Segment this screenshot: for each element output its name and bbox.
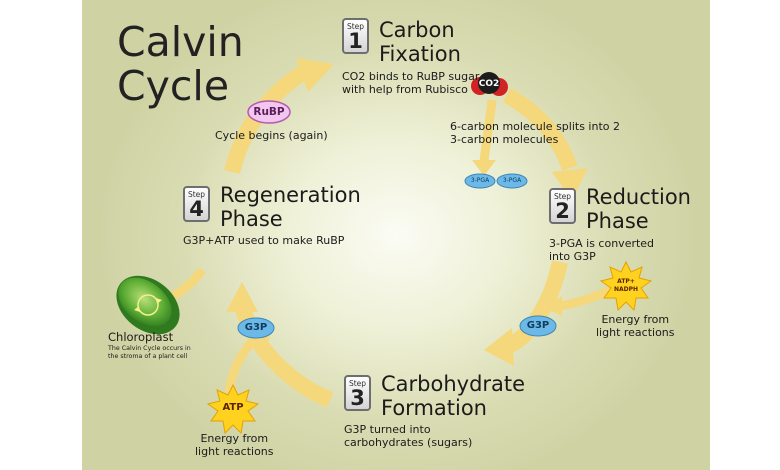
atp-star xyxy=(206,383,260,435)
step-3-description: G3P turned into carbohydrates (sugars) xyxy=(344,423,473,449)
chloroplast-note: The Calvin Cycle occurs in the stroma of… xyxy=(108,345,191,360)
arc-formation-to-regeneration xyxy=(234,302,334,408)
energy-arrow-left xyxy=(224,332,262,394)
arc-fixation-to-reduction xyxy=(502,88,578,171)
arc-reduction-to-formation xyxy=(506,260,568,353)
arrow-head-reduction xyxy=(552,168,588,200)
pga-label-1: 3-PGA xyxy=(470,177,490,184)
chloroplast-label: Chloroplast xyxy=(108,330,174,344)
title-line-2: Cycle xyxy=(117,62,230,110)
step-1-title: Carbon Fixation xyxy=(379,18,461,66)
rubp-oval xyxy=(247,100,291,124)
arrow-head-energy-right xyxy=(544,296,562,316)
co2-label: CO2 xyxy=(478,79,500,89)
g3p-pill-left xyxy=(237,317,275,339)
split-note: 6-carbon molecule splits into 2 3-carbon… xyxy=(450,120,621,146)
pga-label-2: 3-PGA xyxy=(502,177,522,184)
main-title: Calvin Cycle xyxy=(117,20,244,108)
step-4-title: Regeneration Phase xyxy=(220,183,361,231)
rubp-label: RuBP xyxy=(253,106,285,118)
energy-note-right: Energy from light reactions xyxy=(596,313,675,339)
arrow-head-regeneration xyxy=(226,282,258,312)
step-4-description: G3P+ATP used to make RuBP xyxy=(183,234,345,247)
step-3-title: Carbohydrate Formation xyxy=(381,372,526,420)
atp-label: ATP xyxy=(222,402,244,413)
step-2-badge: Step 2 xyxy=(549,188,576,224)
cycle-artwork xyxy=(116,58,653,435)
step-1-badge: Step 1 xyxy=(342,18,369,54)
split-arrow xyxy=(479,99,497,163)
arrow-head-formation xyxy=(484,328,514,366)
g3p-label-right: G3P xyxy=(526,320,550,331)
cycle-begins-note: Cycle begins (again) xyxy=(215,129,328,142)
arrow-head-split xyxy=(472,160,496,176)
atp-nadph-label: ATP+ NADPH xyxy=(613,278,639,293)
title-line-1: Calvin xyxy=(117,18,244,66)
g3p-pill-right xyxy=(519,315,557,337)
pga-pill-2 xyxy=(496,173,528,189)
co2-molecule xyxy=(471,72,508,96)
step-2-description: 3-PGA is converted into G3P xyxy=(549,237,655,263)
arrow-heads xyxy=(226,58,588,366)
g3p-label-left: G3P xyxy=(244,322,268,333)
diagram-panel: Calvin Cycle Step 1 Carbon Fixation CO2 … xyxy=(82,0,710,470)
arrow-head-fixation xyxy=(296,58,334,92)
step-3-badge: Step 3 xyxy=(344,375,371,411)
step-2-title: Reduction Phase xyxy=(586,185,691,233)
chloroplast-icon xyxy=(116,275,180,335)
pga-pill-1 xyxy=(464,173,496,189)
energy-note-left: Energy from light reactions xyxy=(195,432,274,458)
atp-nadph-star xyxy=(599,260,653,312)
step-4-badge: Step 4 xyxy=(183,186,210,222)
step-1-description: CO2 binds to RuBP sugar with help from R… xyxy=(342,70,480,96)
